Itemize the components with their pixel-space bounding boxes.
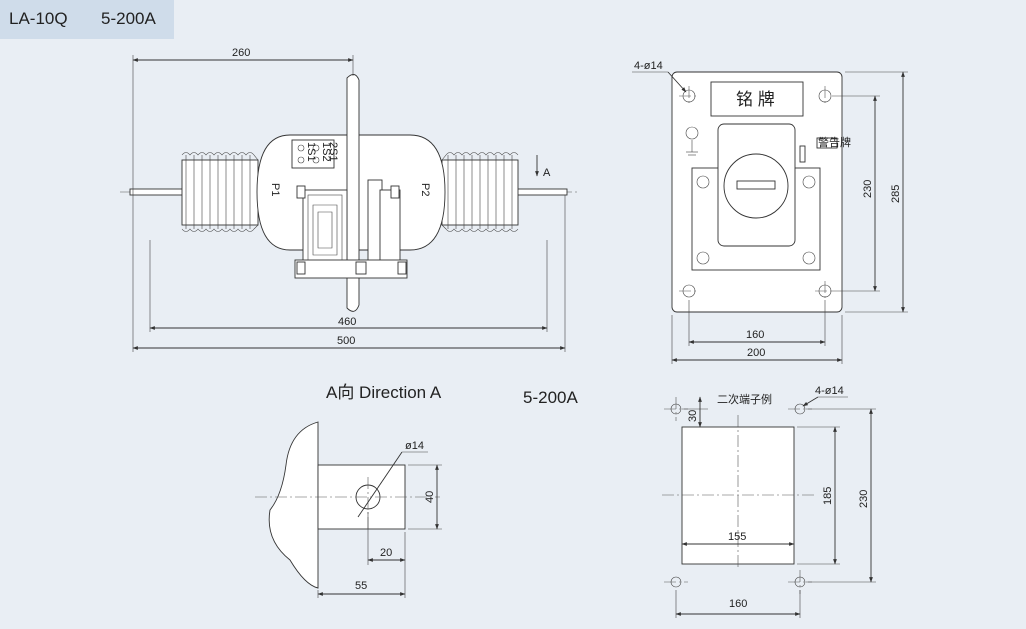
left-insulator	[181, 152, 259, 232]
terminal-dim-155: 155	[728, 531, 746, 543]
terminal-hole-label: 4-ø14	[815, 385, 844, 397]
terminal-dim-160: 160	[729, 598, 747, 610]
terminal-1s1: 1S1	[305, 142, 317, 162]
dim-460: 460	[338, 316, 356, 328]
direction-a-title: A向 Direction A	[326, 383, 442, 402]
model-label: LA-10Q	[9, 9, 68, 28]
plate-dim-160: 160	[746, 329, 764, 341]
terminal-box: 1S1 1S2 2S1	[291, 139, 339, 169]
plate-dim-230: 230	[862, 180, 874, 198]
terminal-dim-230: 230	[858, 490, 870, 508]
plate-view: 铭 牌 警告牌 4-ø14 230 285 160 200	[632, 60, 908, 364]
terminal-2s1: 2S1	[327, 142, 339, 162]
plate-hole-label: 4-ø14	[634, 60, 663, 72]
p1-label: P1	[269, 183, 281, 196]
arrow-a-label: A	[543, 167, 551, 179]
dim-260: 260	[232, 47, 250, 59]
nameplate	[710, 81, 804, 117]
middle-range-label: 5-200A	[523, 388, 578, 407]
p2-label: P2	[419, 183, 431, 196]
terminal-view: 二次端子例 4-ø14 30 185 230 155 160	[662, 385, 876, 618]
terminal-title: 二次端子例	[717, 392, 772, 406]
plate-dim-285: 285	[890, 185, 902, 203]
terminal-dim-185: 185	[822, 487, 834, 505]
warning-label: 警告牌	[818, 135, 851, 149]
dim-500: 500	[337, 335, 355, 347]
direction-dim-55: 55	[355, 580, 367, 592]
direction-hole-label: ø14	[405, 440, 424, 452]
direction-dim-20: 20	[380, 547, 392, 559]
header-tag: LA-10Q 5-200A	[0, 0, 174, 39]
terminal-1s2: 1S2	[320, 142, 332, 162]
right-insulator	[441, 152, 519, 232]
core-clamp	[294, 179, 408, 279]
nameplate-label: 铭 牌	[736, 90, 775, 109]
range-label: 5-200A	[101, 9, 156, 28]
direction-a-view: ø14 40 20 55	[255, 421, 442, 598]
direction-dim-40: 40	[424, 491, 436, 503]
terminal-dim-30: 30	[687, 410, 699, 422]
plate-dim-200: 200	[747, 347, 765, 359]
front-view: 1S1 1S2 2S1 P1 P2 A 260 460	[120, 47, 580, 352]
